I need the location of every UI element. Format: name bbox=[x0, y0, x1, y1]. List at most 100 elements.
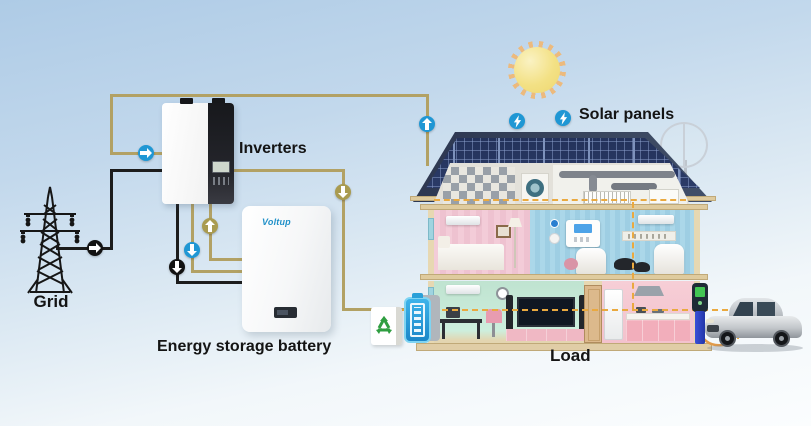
bedroom bbox=[434, 210, 530, 275]
floor-lamp bbox=[514, 226, 516, 268]
grid-wire-v bbox=[110, 169, 113, 250]
grid-tower bbox=[20, 186, 80, 294]
charger-screen bbox=[695, 287, 705, 297]
attic-checker-wall bbox=[443, 167, 515, 205]
speaker bbox=[506, 295, 513, 335]
kitchen bbox=[602, 281, 694, 343]
battery-wire-black-v bbox=[176, 201, 179, 284]
car-wheel bbox=[773, 330, 790, 347]
person-silhouette bbox=[614, 258, 636, 270]
battery-wire-tan1-v bbox=[191, 201, 194, 273]
floor-divider-beam bbox=[420, 274, 708, 280]
picture-frame bbox=[496, 225, 511, 238]
cushion bbox=[564, 258, 578, 270]
energy-storage-battery-device: Voltup bbox=[242, 206, 331, 332]
load-wire-h1 bbox=[232, 169, 345, 172]
house-base-beam bbox=[416, 343, 712, 351]
bed bbox=[438, 236, 504, 270]
armchair bbox=[576, 248, 606, 274]
window bbox=[428, 218, 434, 240]
speaker bbox=[579, 295, 586, 335]
desk bbox=[440, 319, 482, 339]
hvac-grille bbox=[583, 191, 631, 204]
grid-label: Grid bbox=[33, 292, 69, 311]
interior-door bbox=[584, 285, 602, 343]
kitchen-cabinets bbox=[626, 320, 690, 341]
recycle-icon bbox=[376, 315, 392, 334]
air-conditioner bbox=[446, 285, 480, 294]
home-battery-icon bbox=[404, 293, 431, 343]
tv-cabinet bbox=[506, 329, 586, 341]
computer bbox=[446, 307, 460, 318]
office-room bbox=[434, 281, 586, 343]
flow-up-tan-icon bbox=[202, 218, 218, 234]
grid-wire-h2 bbox=[110, 169, 164, 172]
car-wheel bbox=[719, 330, 736, 347]
hvac-duct bbox=[611, 183, 657, 190]
thermostat-panel bbox=[566, 220, 600, 247]
inverter-screen bbox=[212, 161, 230, 173]
battery-display bbox=[274, 307, 297, 318]
car-charge-port bbox=[707, 325, 719, 332]
armchair bbox=[654, 244, 684, 274]
solar-wire-left-drop bbox=[110, 94, 113, 155]
living-room bbox=[530, 210, 694, 275]
inverter-mount-tab bbox=[180, 98, 193, 104]
inverters-label: Inverters bbox=[239, 140, 307, 157]
wall-decor bbox=[622, 231, 676, 241]
bolt-blue-icon-2 bbox=[555, 110, 571, 126]
flow-down-blue-icon bbox=[184, 242, 200, 258]
attic-hvac-area bbox=[553, 165, 687, 205]
car-windshield bbox=[733, 302, 753, 316]
ev-charger-pole bbox=[695, 311, 705, 344]
battery-wire-tan2-h bbox=[209, 258, 246, 261]
battery-brand-logo: Voltup bbox=[262, 217, 291, 227]
wall-device bbox=[550, 219, 559, 228]
solar-wire-to-inverter bbox=[110, 152, 164, 155]
car-window bbox=[757, 302, 775, 316]
battery-wire-black-h bbox=[176, 281, 246, 284]
house-illustration bbox=[408, 118, 718, 353]
person-silhouette bbox=[634, 262, 650, 272]
first-floor bbox=[428, 281, 700, 343]
refrigerator bbox=[604, 289, 623, 340]
hvac-duct bbox=[589, 175, 597, 193]
attic-fan-unit bbox=[521, 173, 549, 203]
car-shadow bbox=[707, 344, 803, 352]
wind-turbine-axis bbox=[683, 122, 685, 168]
load-label: Load bbox=[550, 346, 591, 365]
electric-car bbox=[705, 297, 805, 352]
hvac-duct bbox=[559, 171, 675, 178]
battery-cells bbox=[410, 303, 425, 337]
grid-wire-h1 bbox=[56, 247, 113, 250]
kitchen-counter bbox=[626, 313, 690, 320]
hvac-vent-box bbox=[649, 189, 679, 204]
car-headlight bbox=[706, 319, 714, 323]
range-hood bbox=[634, 286, 664, 296]
air-conditioner bbox=[446, 216, 480, 225]
flow-right-black-icon bbox=[87, 240, 103, 256]
flow-right-blue-icon bbox=[138, 145, 154, 161]
house-power-line-main bbox=[402, 309, 738, 311]
air-conditioner bbox=[638, 215, 674, 224]
car-cabin bbox=[729, 298, 783, 320]
inverter-device bbox=[162, 98, 234, 204]
attic-floor-beam bbox=[420, 204, 708, 210]
battery-wire-tan1-h bbox=[191, 270, 246, 273]
inverter-mount-tab bbox=[212, 98, 225, 104]
house-power-line-attic bbox=[434, 199, 686, 201]
recycle-bin bbox=[371, 307, 402, 345]
flow-up-blue-icon bbox=[419, 116, 435, 132]
wall-clock bbox=[496, 287, 509, 300]
attic-room bbox=[433, 163, 690, 205]
flow-down-black-icon bbox=[169, 259, 185, 275]
tv-unit bbox=[506, 291, 586, 341]
office-chair bbox=[486, 309, 502, 337]
solar-wire-top bbox=[110, 94, 429, 97]
wall-device bbox=[549, 233, 560, 244]
sun-body bbox=[514, 47, 560, 93]
solar-panels-label: Solar panels bbox=[579, 106, 675, 123]
ev-charger bbox=[692, 283, 708, 312]
house-power-line-riser bbox=[632, 202, 634, 309]
